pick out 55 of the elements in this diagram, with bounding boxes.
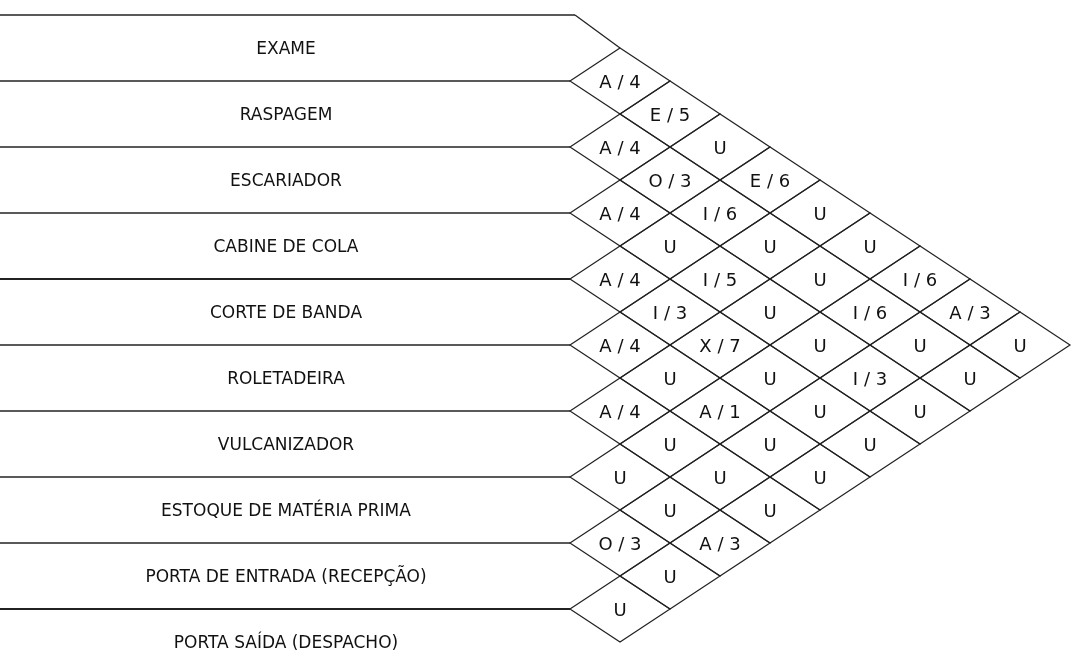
- relationship-code: U: [913, 400, 927, 422]
- relationship-code: I / 3: [852, 367, 888, 389]
- relationship-code: A / 4: [599, 136, 641, 158]
- relationship-code: I / 3: [652, 301, 688, 323]
- relationship-code: U: [813, 466, 827, 488]
- department-name: ESCARIADOR: [230, 170, 342, 190]
- relationship-code: U: [713, 466, 727, 488]
- relationship-code: U: [613, 598, 627, 620]
- relationship-code: A / 4: [599, 70, 641, 92]
- relationship-code: I / 6: [852, 301, 888, 323]
- relationship-code: U: [613, 466, 627, 488]
- relationship-code: U: [863, 235, 877, 257]
- department-name: PORTA SAÍDA (DESPACHO): [173, 632, 399, 652]
- relationship-code: U: [763, 301, 777, 323]
- relationship-code: E / 6: [749, 169, 791, 191]
- relationship-code: U: [1013, 334, 1027, 356]
- relationship-code: U: [763, 499, 777, 521]
- relationship-code: U: [663, 565, 677, 587]
- department-name: CORTE DE BANDA: [210, 302, 362, 322]
- relationship-code: E / 5: [649, 103, 691, 125]
- relationship-code: O / 3: [598, 532, 642, 554]
- department-name: PORTA DE ENTRADA (RECEPÇÃO): [145, 566, 427, 586]
- relationship-code: I / 6: [702, 202, 738, 224]
- relationship-code: U: [763, 433, 777, 455]
- relationship-code: U: [663, 499, 677, 521]
- relationship-code: U: [663, 367, 677, 389]
- department-name: EXAME: [256, 38, 316, 58]
- relationship-code: I / 6: [902, 268, 938, 290]
- relationship-code: U: [913, 334, 927, 356]
- relationship-code: U: [963, 367, 977, 389]
- relationship-code: A / 3: [699, 532, 741, 554]
- relationship-code: A / 3: [949, 301, 991, 323]
- relationship-code: X / 7: [699, 334, 741, 356]
- relationship-code: A / 4: [599, 400, 641, 422]
- relationship-code: U: [813, 268, 827, 290]
- relationship-code: O / 3: [648, 169, 692, 191]
- relationship-code: U: [863, 433, 877, 455]
- relationship-code: A / 4: [599, 334, 641, 356]
- relationship-code: A / 4: [599, 202, 641, 224]
- department-name: ESTOQUE DE MATÉRIA PRIMA: [161, 500, 411, 520]
- relationship-code: I / 5: [702, 268, 738, 290]
- relationship-code: U: [763, 367, 777, 389]
- department-name: RASPAGEM: [239, 104, 333, 124]
- relationship-code: U: [813, 400, 827, 422]
- relationship-code: U: [813, 334, 827, 356]
- relationship-code: A / 4: [599, 268, 641, 290]
- relationship-code: U: [713, 136, 727, 158]
- relationship-code: U: [763, 235, 777, 257]
- relationship-code: U: [813, 202, 827, 224]
- department-name: CABINE DE COLA: [213, 236, 359, 256]
- relationship-code: U: [663, 433, 677, 455]
- department-name: ROLETADEIRA: [227, 368, 345, 388]
- department-name: VULCANIZADOR: [217, 434, 355, 454]
- relationship-code: U: [663, 235, 677, 257]
- relationship-code: A / 1: [699, 400, 741, 422]
